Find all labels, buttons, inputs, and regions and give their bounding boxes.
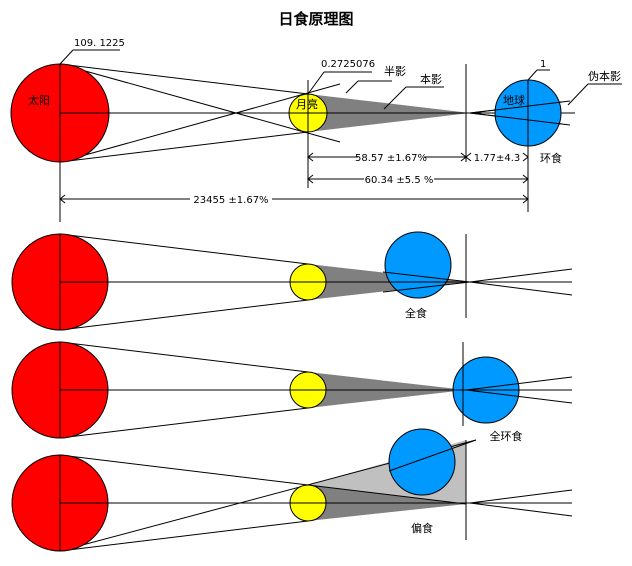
arrow-right-icon	[522, 174, 529, 184]
ray-line	[59, 63, 341, 143]
ray-line	[59, 341, 309, 373]
earth-radius-value: 1	[540, 59, 546, 70]
arrow-left-icon	[307, 174, 314, 184]
arrow-left-icon	[307, 152, 314, 162]
panel-annular: 太阳 月亮 地球 109. 1225 0.2725076 半影 本影 1 伪本影…	[10, 38, 622, 222]
leader-line	[307, 71, 325, 95]
antumbra-ray	[469, 281, 573, 296]
earth-label: 地球	[503, 93, 525, 107]
moon-radius-value: 0.2725076	[321, 59, 375, 70]
earth	[388, 428, 456, 496]
leader-line	[383, 86, 407, 110]
ray-line	[59, 520, 309, 552]
dim-moon-to-earth: 60.34 ±5.5 %	[365, 175, 434, 186]
leader-line	[567, 83, 589, 106]
eclipse-type-hybrid: 全环食	[490, 429, 523, 443]
antumbra-ray	[465, 376, 573, 391]
eclipse-type-partial: 偏食	[411, 521, 433, 535]
umbra-edge	[382, 281, 471, 293]
arrow-left-icon	[465, 152, 472, 162]
penumbra-label: 半影	[384, 64, 406, 78]
eclipse-type-total: 全食	[405, 306, 427, 320]
ray-line	[59, 454, 309, 486]
ray-line	[59, 407, 309, 439]
antumbra-ray	[469, 101, 563, 114]
umbra-edge	[382, 271, 471, 283]
dim-sun-to-earth: 23455 ±1.67%	[193, 195, 268, 206]
sun-label: 太阳	[28, 94, 50, 107]
antumbra-label: 伪本影	[588, 69, 621, 83]
leader-line	[59, 49, 74, 65]
arrow-left-icon	[59, 194, 66, 204]
panel-partial: 偏食	[11, 428, 573, 552]
ray-line	[59, 63, 309, 95]
antumbra-ray	[469, 502, 573, 517]
sun-radius-value: 109. 1225	[74, 38, 125, 49]
antumbra-ray	[469, 489, 573, 504]
eclipse-type-annular: 环食	[540, 151, 562, 165]
dim-tip-to-earth: 1.77±4.3	[474, 153, 521, 164]
dim-moon-to-umbra-tip: 58.57 ±1.67%	[355, 153, 427, 164]
leader-line	[345, 80, 359, 94]
ray-line	[59, 233, 309, 265]
leader-line	[527, 69, 538, 81]
ray-line	[59, 83, 341, 163]
diagram-title: 日食原理图	[278, 10, 353, 28]
penumbra-ray	[388, 439, 477, 472]
antumbra-ray	[469, 112, 563, 125]
arrow-right-icon	[522, 152, 529, 162]
moon-label: 月亮	[296, 97, 318, 111]
umbra-label: 本影	[420, 72, 442, 86]
ray-line	[59, 299, 309, 331]
arrow-right-icon	[522, 194, 529, 204]
antumbra-ray	[465, 389, 573, 404]
umbra-edge	[307, 484, 467, 505]
ray-line	[59, 131, 309, 163]
antumbra-ray	[469, 268, 573, 283]
panel-hybrid: 全环食	[11, 341, 573, 443]
panel-total: 全食	[11, 231, 573, 331]
